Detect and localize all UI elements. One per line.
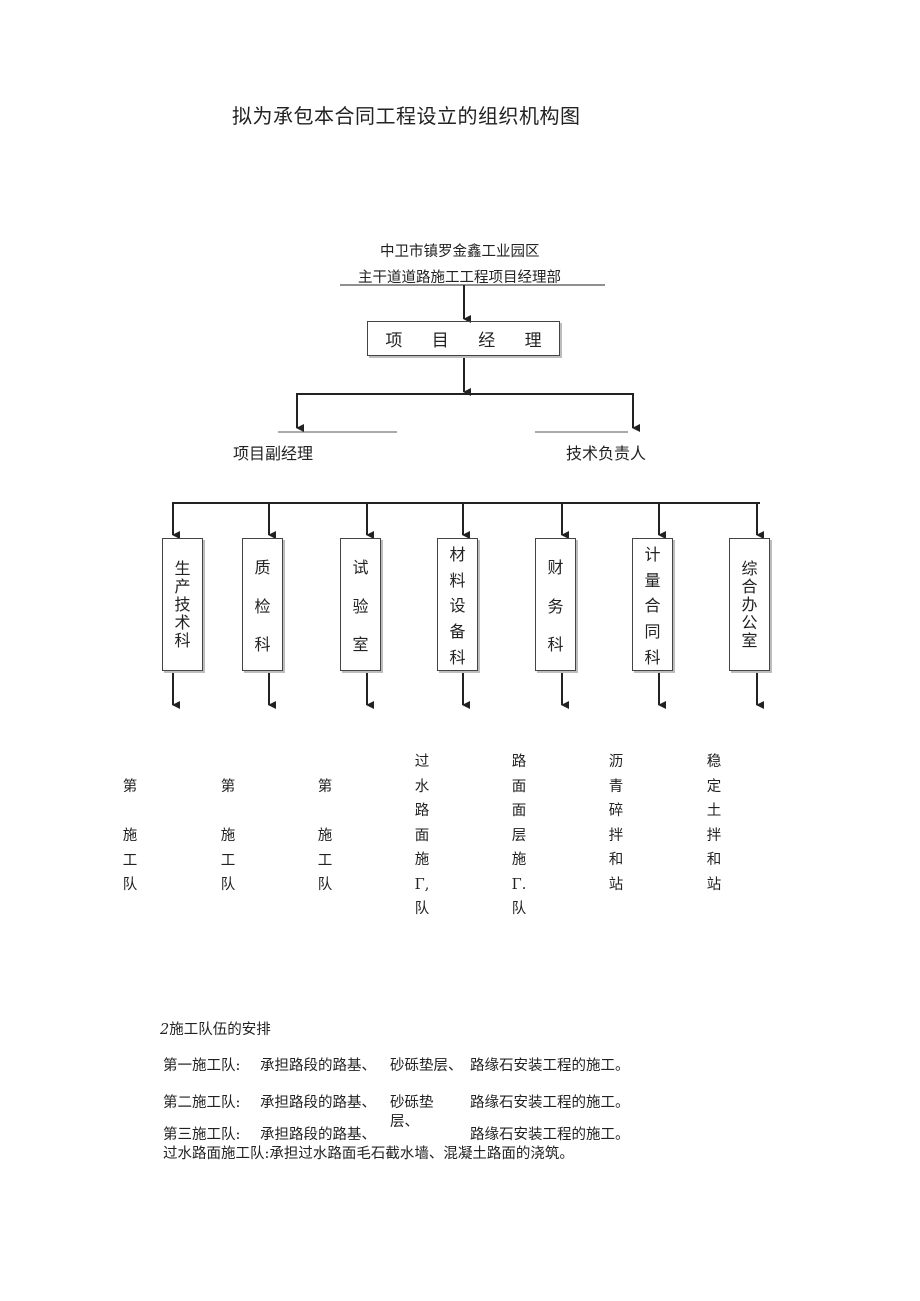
assign-row3-text3: 路缘石安装工程的施工。 xyxy=(470,1127,630,1143)
section-title: 施工队伍的安排 xyxy=(169,1022,271,1038)
assign-row1-text3: 路缘石安装工程的施工。 xyxy=(470,1058,630,1074)
section-heading: 2施工队伍的安排 xyxy=(160,1018,271,1039)
team-1: 第施工队 xyxy=(122,779,138,893)
team-3: 第施工队 xyxy=(317,779,333,893)
assign-row2-label: 第二施工队: xyxy=(163,1095,241,1111)
dept-box-production-tech: 生产技术科 xyxy=(162,538,203,671)
assign-row4-text: 过水路面施工队:承担过水路面毛石截水墙、混凝土路面的浇筑。 xyxy=(163,1146,574,1162)
page-title: 拟为承包本合同工程设立的组织机构图 xyxy=(232,104,581,128)
assign-row3-label: 第三施工队: xyxy=(163,1127,241,1143)
dept-box-measurement-contract: 计量合同科 xyxy=(632,538,673,671)
team-asphalt-plant: 沥青碎拌和站 xyxy=(608,754,624,893)
assign-row1-label: 第一施工队: xyxy=(163,1058,241,1074)
dept-box-general-office: 综合办公室 xyxy=(729,538,770,671)
dept-box-finance: 财务科 xyxy=(535,538,576,671)
assign-row2-text2b: 层、 xyxy=(390,1114,419,1130)
deputy-manager-label: 项目副经理 xyxy=(233,444,314,463)
assign-row3-text1: 承担路段的路基、 xyxy=(260,1127,376,1143)
dept-box-quality: 质检科 xyxy=(242,538,283,671)
assign-row2-text3: 路缘石安装工程的施工。 xyxy=(470,1095,630,1111)
team-stabilized-soil-plant: 稳定土拌和站 xyxy=(706,754,722,893)
dept-box-lab: 试验室 xyxy=(340,538,381,671)
project-manager-box: 项 目 经 理 xyxy=(367,321,560,356)
dept-box-materials: 材料设备科 xyxy=(437,538,478,671)
assign-row2-text2: 砂砾垫 xyxy=(390,1095,434,1111)
assign-row2-text1: 承担路段的路基、 xyxy=(260,1095,376,1111)
assign-row1-text2: 砂砾垫层、 xyxy=(390,1058,463,1074)
tech-lead-label: 技术负责人 xyxy=(566,444,647,463)
team-2: 第施工队 xyxy=(220,779,236,893)
org-name-line2: 主干道道路施工工程项目经理部 xyxy=(358,270,561,286)
assign-row1-text1: 承担路段的路基、 xyxy=(260,1058,376,1074)
org-name-line1: 中卫市镇罗金鑫工业园区 xyxy=(380,244,540,260)
section-number: 2 xyxy=(160,1022,170,1038)
